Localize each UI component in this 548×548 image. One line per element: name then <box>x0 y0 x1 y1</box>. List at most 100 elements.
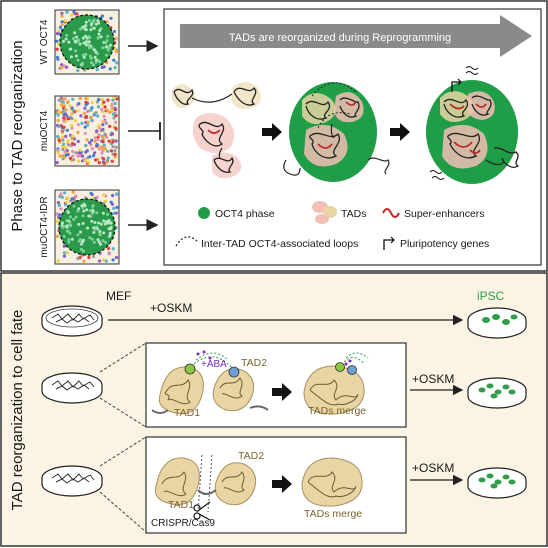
particle <box>56 113 60 117</box>
particle <box>102 100 106 104</box>
particle <box>110 109 114 113</box>
particle <box>65 34 69 37</box>
particle <box>58 25 63 29</box>
particle <box>70 237 74 241</box>
particle <box>84 20 88 24</box>
particle <box>96 52 100 56</box>
particle <box>84 120 88 124</box>
particle <box>55 31 60 36</box>
particle <box>55 39 59 43</box>
dish-ipsc-1 <box>467 307 527 339</box>
particle <box>62 251 66 255</box>
particle <box>77 222 81 226</box>
particle <box>71 97 75 101</box>
particle <box>69 112 73 116</box>
particle <box>65 65 69 69</box>
particle <box>58 154 62 158</box>
particle <box>97 98 101 102</box>
particle <box>67 223 71 227</box>
particle <box>90 100 94 105</box>
particle <box>60 63 64 67</box>
particle <box>55 212 59 216</box>
particle <box>81 25 85 29</box>
particle <box>101 147 105 151</box>
particle <box>113 106 117 110</box>
legend-loops: Inter-TAD OCT4-associated loops <box>201 238 358 250</box>
particle <box>72 204 76 208</box>
particle <box>69 55 73 59</box>
row3-merge: TADs merge <box>304 508 362 520</box>
particle <box>95 195 99 199</box>
particle <box>57 124 61 129</box>
particle <box>56 57 60 61</box>
particle <box>108 231 112 235</box>
particle <box>80 121 84 125</box>
particle <box>97 221 101 225</box>
particle <box>90 219 94 223</box>
particle <box>79 114 83 118</box>
particle <box>63 150 67 154</box>
particle <box>55 219 59 223</box>
row2-tads-before <box>151 350 269 415</box>
particle <box>75 35 78 39</box>
particle <box>103 119 107 123</box>
particle <box>114 126 118 131</box>
particle <box>102 258 106 262</box>
particle <box>81 62 85 66</box>
particle <box>92 26 96 30</box>
particle <box>87 255 91 260</box>
particle <box>90 22 94 26</box>
particle <box>73 39 77 43</box>
particle <box>104 41 108 45</box>
particle <box>93 136 97 140</box>
particle <box>101 239 105 243</box>
particle <box>70 117 74 121</box>
particle <box>97 32 101 36</box>
particle <box>75 12 79 16</box>
particle <box>114 211 118 215</box>
particle <box>71 190 75 194</box>
particle <box>97 133 101 137</box>
particle <box>88 141 92 145</box>
particle <box>83 204 87 208</box>
particle <box>61 128 65 132</box>
particle <box>92 226 96 230</box>
particle <box>97 21 101 25</box>
particle <box>110 159 114 163</box>
particle <box>96 19 100 23</box>
particle <box>90 106 94 110</box>
particle <box>79 247 83 251</box>
particle <box>81 53 85 57</box>
row2-tad1: TAD1 <box>174 407 200 419</box>
particle <box>60 100 64 104</box>
particle <box>77 159 81 163</box>
particle <box>70 142 75 146</box>
particle <box>64 112 68 116</box>
particle <box>68 231 72 235</box>
legend-loop-swatch <box>175 236 199 247</box>
particle <box>95 211 99 215</box>
particle <box>57 215 61 220</box>
particle <box>85 138 89 142</box>
particle <box>93 55 97 59</box>
particle <box>95 143 99 147</box>
particle <box>91 204 95 207</box>
particle <box>112 29 116 34</box>
particle <box>97 161 101 165</box>
particle <box>64 37 68 41</box>
particle <box>111 140 115 144</box>
row2-merge: TADs merge <box>308 405 366 417</box>
particle <box>63 191 67 195</box>
particle <box>71 149 75 153</box>
particle <box>76 123 80 127</box>
particle <box>74 49 78 53</box>
particle <box>60 103 64 107</box>
particle <box>114 255 119 260</box>
dish-mef <box>41 305 103 337</box>
particle <box>76 256 80 260</box>
particle <box>96 36 100 39</box>
particle <box>82 111 87 115</box>
banner-text: TADs are reorganized during Reprogrammin… <box>229 32 451 44</box>
particle <box>110 132 115 136</box>
particle <box>88 155 92 159</box>
